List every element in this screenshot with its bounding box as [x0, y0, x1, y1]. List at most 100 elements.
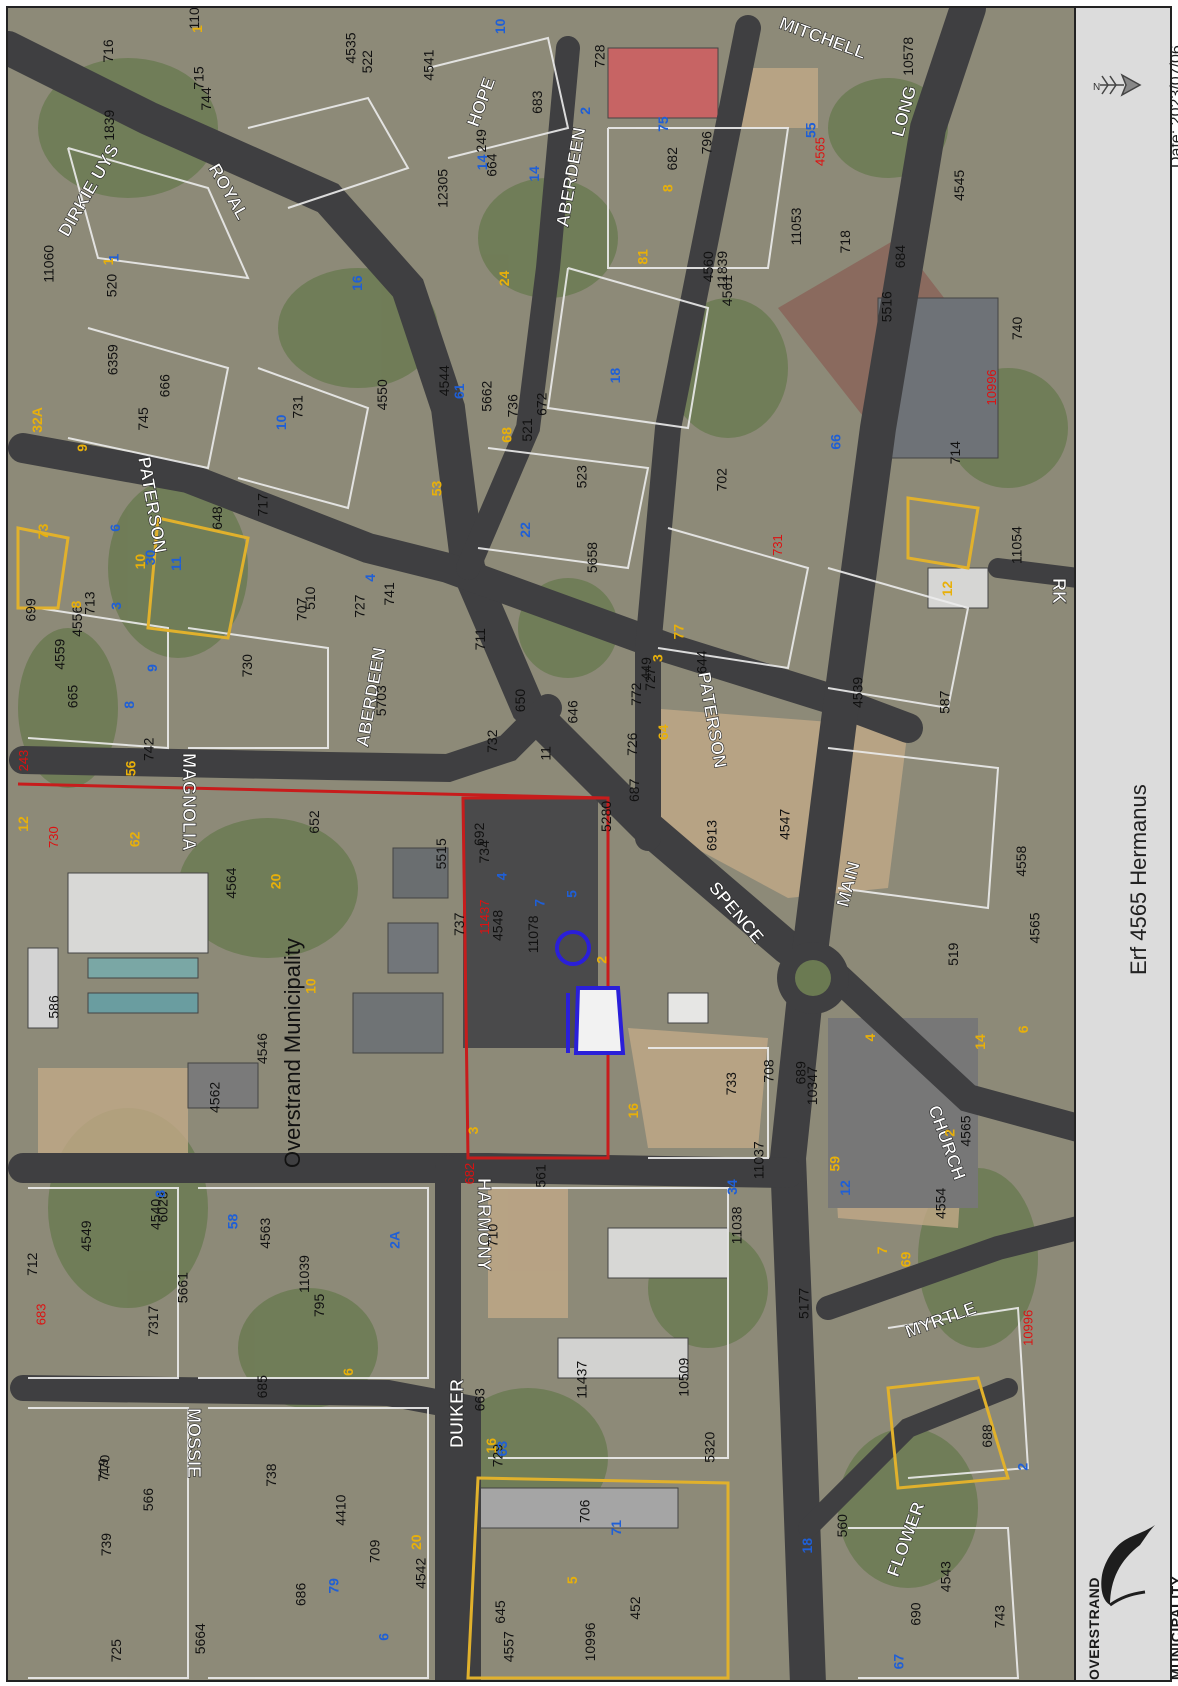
erf-red-number-label: 730	[46, 826, 61, 848]
erf-number-label: 4562	[206, 1082, 222, 1113]
erf-number-label: 672	[534, 392, 550, 416]
house-number-label: 3	[650, 654, 666, 662]
erf-number-label: 743	[992, 1605, 1008, 1629]
erf-number-label: 650	[512, 689, 528, 713]
erf-number-label: 714	[947, 441, 963, 465]
erf-number-label: 742	[141, 737, 157, 761]
erf-number-label: 733	[723, 1072, 739, 1096]
erf-number-label: 4540	[147, 1199, 163, 1230]
house-number-label: 3	[465, 1126, 481, 1134]
erf-red-number-label: 11437	[477, 900, 492, 935]
erf-number-label: 11437	[574, 1361, 590, 1399]
house-number-label: 18	[607, 368, 623, 384]
house-number-label: 24	[496, 271, 512, 287]
erf-number-label: 11039	[296, 1255, 312, 1293]
erf-number-label: 5703	[373, 685, 389, 716]
erf-number-label: 4561	[719, 275, 735, 306]
house-number-label: 2	[577, 107, 593, 115]
erf-number-label: 566	[140, 1488, 156, 1512]
house-number-label: 8	[121, 701, 137, 709]
logo-org-line2: MUNICIPALITY	[1168, 1575, 1178, 1680]
erf-number-label: 249	[473, 129, 489, 153]
erf-number-label: 11053	[788, 207, 804, 245]
erf-number-label: 5320	[702, 1431, 718, 1462]
erf-number-label: 644	[693, 650, 709, 674]
street-label-mossie: MOSSIE	[184, 1408, 204, 1478]
erf-number-label: 4554	[933, 1188, 949, 1219]
erf-number-label: 738	[263, 1463, 279, 1487]
erf-number-label: 11037	[750, 1141, 766, 1179]
house-number-label: 7	[874, 1246, 890, 1254]
erf-number-label: 4550	[374, 379, 390, 410]
erf-number-label: 11038	[728, 1206, 744, 1244]
house-number-label: 62	[126, 831, 142, 847]
erf-number-label: 745	[135, 407, 151, 431]
erf-number-label: 4565	[1027, 912, 1043, 943]
erf-number-label: 519	[945, 942, 961, 966]
erf-number-label: 4547	[777, 809, 793, 840]
map-title: Erf 4565 Hermanus	[1126, 784, 1151, 975]
erf-number-label: 699	[22, 598, 38, 622]
house-number-label: 5	[563, 890, 579, 898]
erf-number-label: 706	[577, 1499, 593, 1523]
house-number-label: 12	[837, 1180, 853, 1196]
erf-number-label: 713	[82, 591, 98, 615]
erf-number-label: 728	[592, 44, 608, 68]
house-number-label: 3	[108, 602, 124, 610]
erf-number-label: 5664	[192, 1623, 208, 1654]
erf-number-label: 11078	[525, 915, 541, 953]
erf-number-label: 4543	[937, 1561, 953, 1592]
erf-number-label: 719	[95, 1458, 111, 1482]
erf-number-label: 731	[290, 395, 306, 419]
erf-number-label: 4539	[850, 677, 866, 708]
house-number-label: 61	[451, 383, 467, 399]
erf-number-label: 4544	[436, 365, 452, 396]
erf-number-label: 663	[471, 1388, 487, 1412]
erf-number-label: 652	[306, 810, 322, 834]
map-date: Date: 2023/07/06	[1168, 45, 1178, 168]
house-number-label: 67	[890, 1654, 906, 1670]
house-number-label: 14	[972, 1034, 988, 1050]
highlighted-erf-boundaries	[16, 496, 1010, 1680]
erf-number-label: 452	[627, 1596, 643, 1620]
erf-number-label: 715	[190, 66, 206, 90]
erf-red-number-label: 683	[33, 1303, 48, 1325]
erf-number-label: 4557	[501, 1631, 517, 1662]
erf-number-label: 684	[892, 245, 908, 269]
erf-number-label: 716	[100, 39, 116, 63]
erf-red-number-label: 10996	[1021, 1310, 1036, 1346]
house-number-label: 59	[826, 1156, 842, 1172]
house-number-label: 63	[494, 1441, 510, 1457]
building-label-overstrand-municipality: Overstrand Municipality	[280, 938, 305, 1168]
north-arrow-icon: N	[1093, 73, 1142, 97]
house-number-label: 73	[35, 523, 51, 539]
erf-number-label: 4563	[257, 1218, 273, 1249]
erf-number-label: 523	[573, 465, 589, 489]
erf-number-label: 522	[359, 50, 375, 74]
house-number-label: 30	[142, 550, 158, 566]
house-number-label: 16	[483, 1438, 499, 1454]
erf-number-label: 682	[664, 147, 680, 171]
erf-number-label: 5661	[175, 1272, 191, 1303]
map-frame[interactable]: ROYAL DIRKIE UYS HOPE ABERDEEN MITCHELL …	[6, 6, 1076, 1682]
legend-strip	[1076, 6, 1172, 1682]
erf-number-label: 795	[311, 1294, 327, 1318]
house-number-label: 16	[349, 275, 365, 291]
erf-number-label: 1839	[101, 109, 117, 140]
erf-number-label: 740	[1009, 317, 1025, 341]
erf-number-label: 10996	[582, 1622, 598, 1661]
erf-number-label: 4556	[69, 606, 85, 637]
erf-number-label: 11	[537, 746, 553, 761]
erf-number-label: 688	[979, 1424, 995, 1448]
erf-number-label: 646	[564, 700, 580, 724]
erf-number-label: 686	[292, 1583, 308, 1607]
erf-number-label: 725	[108, 1639, 124, 1663]
house-number-label: 1	[189, 25, 205, 33]
house-number-label: 8	[68, 601, 84, 609]
erf-number-label: 707	[294, 597, 310, 621]
erf-number-label: 692	[471, 822, 487, 846]
subject-erf-boundary	[17, 782, 610, 1160]
erf-number-label: 702	[714, 468, 730, 492]
house-number-label: 81	[635, 249, 651, 265]
